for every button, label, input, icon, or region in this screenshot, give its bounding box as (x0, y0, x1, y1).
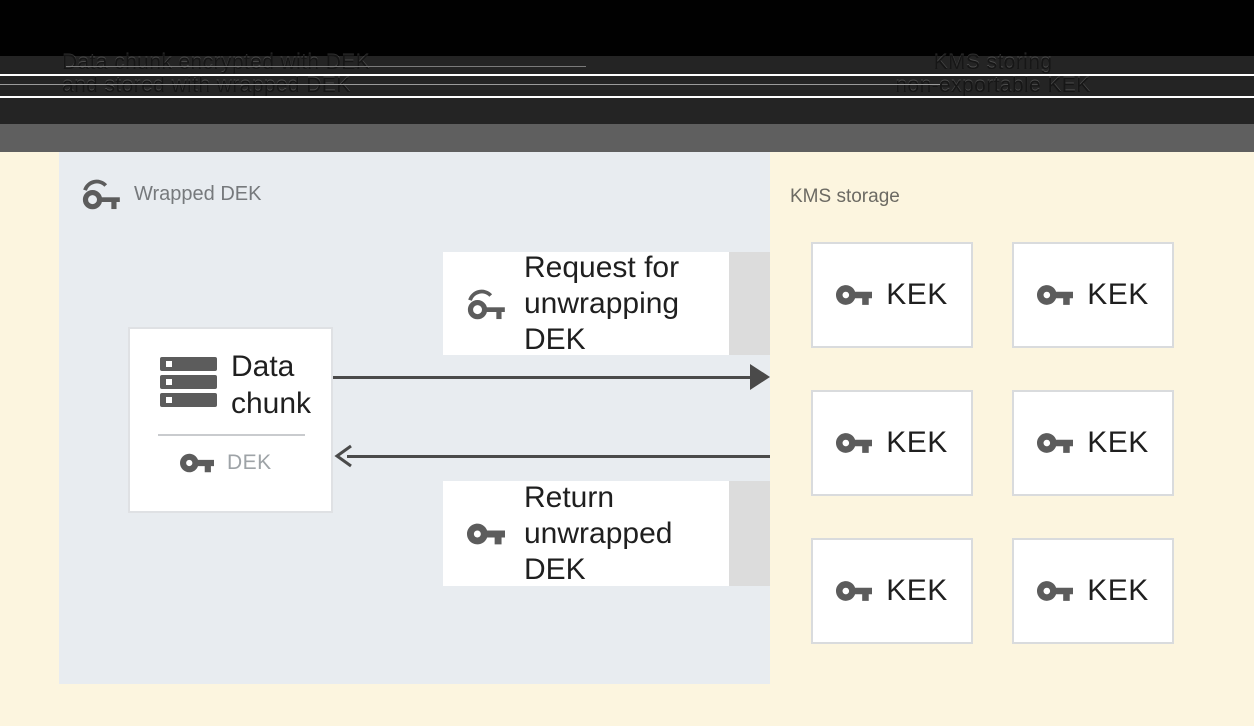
wrapped-dek-label: Wrapped DEK (134, 182, 262, 205)
header-left-caption: Data chunk encrypted with DEK and stored… (62, 51, 370, 97)
kms-storage-label: KMS storage (790, 186, 900, 207)
key-icon (180, 453, 214, 473)
return-box-shadow (729, 481, 770, 586)
kek-label: KEK (886, 574, 948, 607)
data-chunk-box: Data chunk DEK (128, 327, 333, 513)
header-black-bar (0, 0, 1254, 56)
kek-box: KEK (811, 390, 973, 496)
data-chunk-title: Data chunk (231, 348, 311, 422)
data-chunk-title-line1: Data (231, 350, 295, 383)
key-icon (1037, 581, 1074, 601)
header-right-caption-line1: KMS storing (933, 51, 1053, 74)
dek-row: DEK (180, 451, 272, 475)
arrow-left-line (347, 455, 770, 458)
glitch-line (66, 66, 586, 67)
glitch-line (0, 96, 1254, 98)
key-icon (836, 581, 873, 601)
glitch-line (0, 84, 940, 85)
request-box-line2: unwrapping DEK (524, 286, 680, 356)
request-box-text: Request for unwrapping DEK (524, 250, 729, 358)
divider (158, 434, 305, 436)
return-box-line2: unwrapped DEK (524, 516, 673, 586)
return-box-text: Return unwrapped DEK (524, 480, 729, 588)
key-icon (467, 523, 505, 544)
dek-label: DEK (227, 451, 272, 474)
key-outline-icon (467, 289, 505, 319)
storage-icon (160, 357, 217, 407)
kek-label: KEK (1087, 426, 1149, 459)
kek-box: KEK (811, 242, 973, 348)
request-box-shadow (729, 252, 770, 355)
header-right-caption-line2: non-exportable KEK (895, 74, 1091, 97)
header-right-caption: KMS storing non-exportable KEK (873, 51, 1113, 97)
glitch-line (0, 74, 1254, 76)
key-icon (836, 285, 873, 305)
return-box-line1: Return (524, 480, 615, 514)
arrow-right-head-icon (750, 364, 770, 390)
wrapped-dek-panel: Wrapped DEK Data chunk DEK (59, 152, 770, 684)
kek-label: KEK (886, 278, 948, 311)
kek-box: KEK (1012, 242, 1174, 348)
header-gray-band (0, 124, 1254, 152)
kek-box: KEK (1012, 390, 1174, 496)
kek-label: KEK (886, 426, 948, 459)
key-icon (1037, 285, 1074, 305)
data-chunk-title-line2: chunk (231, 387, 312, 420)
kek-box: KEK (811, 538, 973, 644)
arrow-right-line (333, 376, 750, 379)
key-icon (1037, 433, 1074, 453)
arrow-left-head-icon (334, 444, 352, 468)
request-box-line1: Request for (524, 250, 680, 284)
kek-box: KEK (1012, 538, 1174, 644)
header-left-caption-line2: and stored with wrapped DEK (62, 74, 351, 97)
key-icon (836, 433, 873, 453)
key-outline-icon (82, 179, 120, 210)
kek-label: KEK (1087, 574, 1149, 607)
header-dark-bar (0, 56, 1254, 124)
wrapped-dek-header: Wrapped DEK (82, 178, 261, 210)
request-unwrap-box: Request for unwrapping DEK (443, 250, 729, 358)
header-left-caption-line1: Data chunk encrypted with DEK (62, 51, 371, 74)
kek-label: KEK (1087, 278, 1149, 311)
return-unwrapped-box: Return unwrapped DEK (443, 481, 729, 586)
